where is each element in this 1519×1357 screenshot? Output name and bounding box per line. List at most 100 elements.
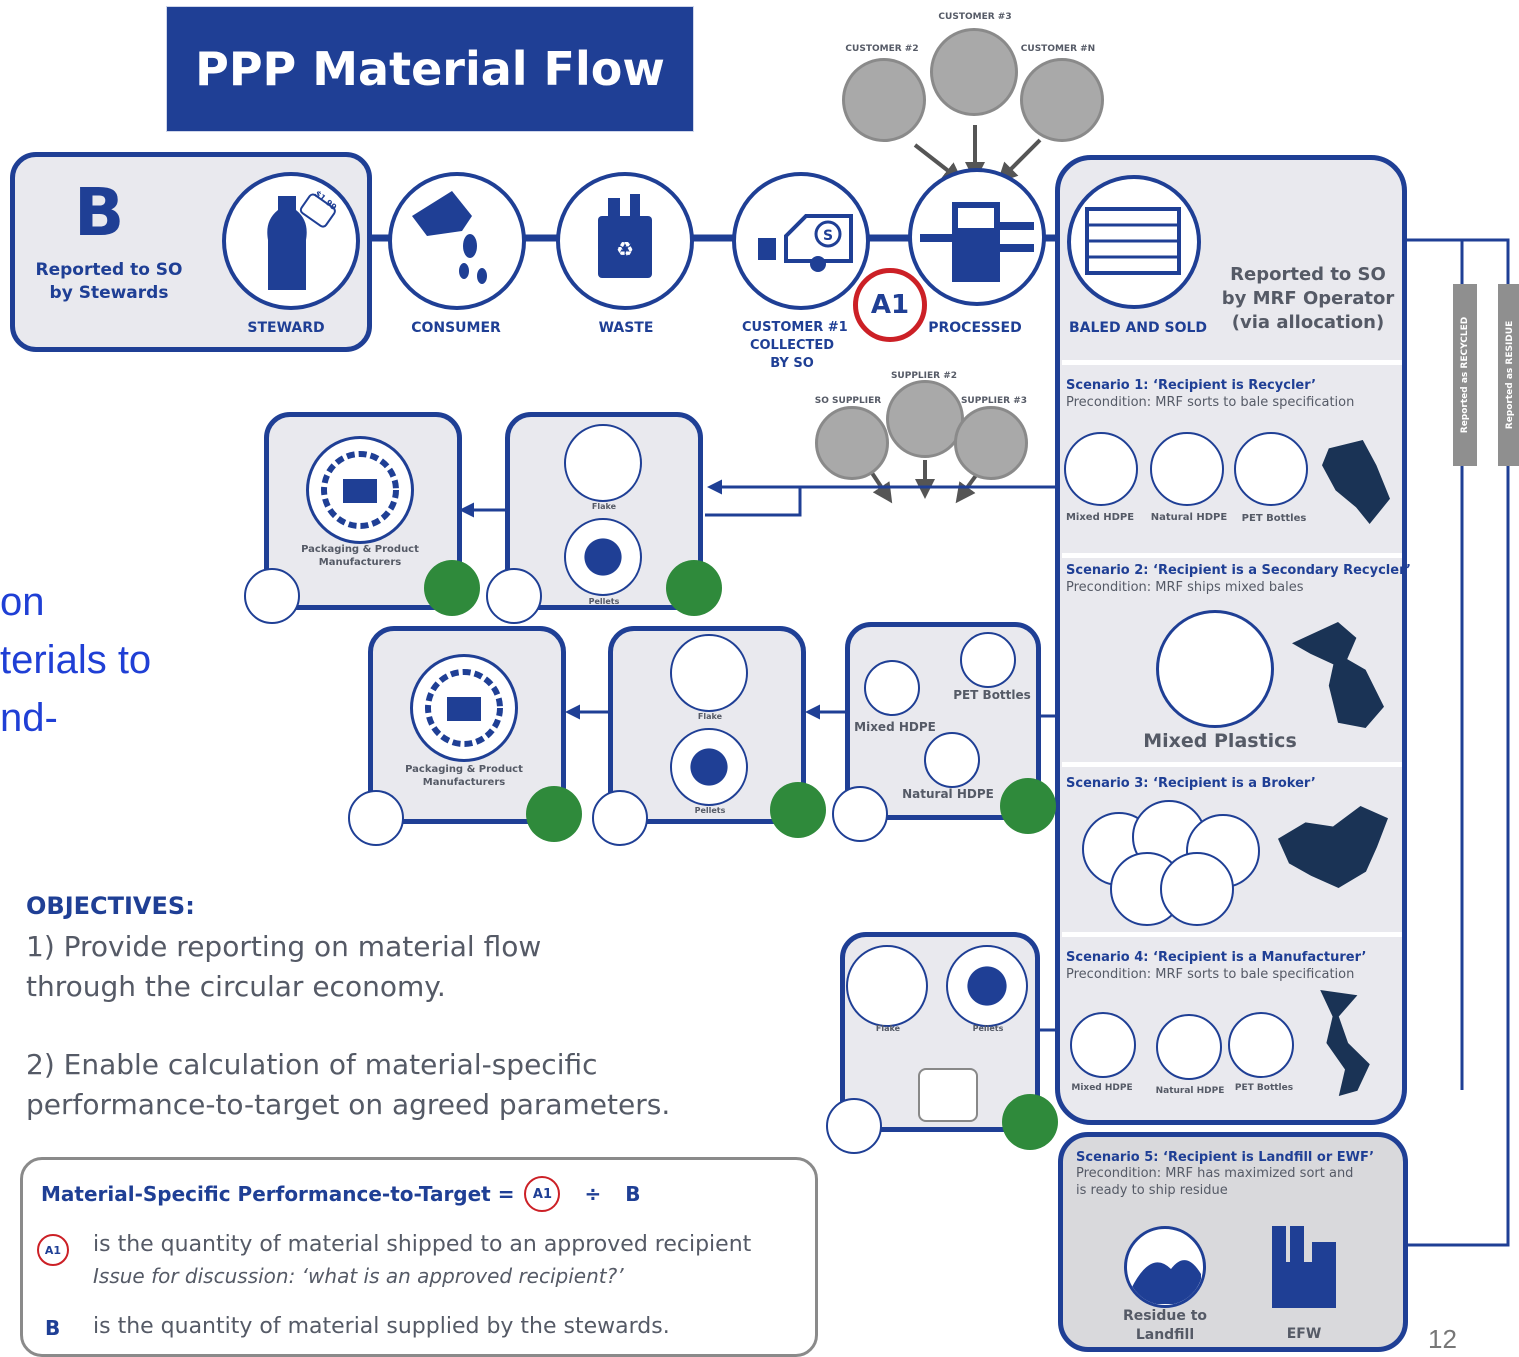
s2-pellets-label: Pellets <box>694 806 726 815</box>
s1-mixed-hdpe-bale <box>1064 432 1138 506</box>
s1-pellets-circle <box>564 518 642 596</box>
stage-processed-label: PROCESSED <box>928 320 1022 336</box>
formula-a1-text: A1 <box>532 1186 553 1202</box>
s4-natural-hdpe-bale <box>1156 1014 1222 1080</box>
a1-badge: A1 <box>853 268 927 342</box>
scenario-4-title: Scenario 4: ‘Recipient is a Manufacturer… <box>1066 950 1367 965</box>
s1-manufacturers-line2: Manufacturers <box>318 557 402 568</box>
recycle-bin-icon: ♻ <box>598 194 652 278</box>
scenario-5-box <box>1058 1132 1408 1352</box>
stage-steward-label: STEWARD <box>247 320 325 336</box>
recycled-bracket <box>1402 238 1464 1090</box>
objectives-heading: OBJECTIVES: <box>26 892 195 920</box>
a1-definition: is the quantity of material shipped to a… <box>93 1232 752 1257</box>
so-supplier-icon <box>815 406 889 480</box>
s2-landfill-icon-1 <box>348 790 404 846</box>
a1-badge-text: A1 <box>870 290 910 320</box>
collection-truck-icon: S <box>758 214 853 272</box>
page-title: PPP Material Flow <box>195 42 665 96</box>
s4-bottles-icon <box>918 1068 978 1122</box>
efw-label: EFW <box>1286 1326 1322 1342</box>
s2-globe-icon-1 <box>526 786 582 842</box>
scenario-2-title: Scenario 2: ‘Recipient is a Secondary Re… <box>1066 563 1411 578</box>
formula-label: Material-Specific Performance-to-Target … <box>41 1182 515 1206</box>
customer-3-icon <box>930 28 1018 116</box>
collected-circle: S <box>732 172 870 310</box>
s4-flake-label: Flake <box>875 1024 901 1033</box>
s3-bale-5 <box>1160 852 1234 926</box>
svg-text:S: S <box>823 228 833 244</box>
scenario-1-title: Scenario 1: ‘Recipient is Recycler’ <box>1066 378 1317 393</box>
scenario-1-precondition: Precondition: MRF sorts to bale specific… <box>1066 395 1355 410</box>
baled-circle <box>1067 175 1201 309</box>
s2-landfill-icon-3 <box>832 786 888 842</box>
a1-def-badge: A1 <box>37 1234 69 1266</box>
s2-flake-circle <box>670 634 748 712</box>
s4-flake-circle <box>846 945 928 1027</box>
formula-a1-badge: A1 <box>524 1176 561 1212</box>
s2-natural-hdpe-bale <box>924 732 980 788</box>
mrf-reported-line3: (via allocation) <box>1231 312 1385 333</box>
s1-manufacturers-line1: Packaging & Product <box>301 544 419 555</box>
s4-label-2: PET Bottles <box>1234 1083 1294 1093</box>
landfill-label-2: Landfill <box>1135 1327 1195 1343</box>
page-number: 12 <box>1428 1324 1457 1354</box>
s4-label-1: Natural HDPE <box>1155 1086 1225 1096</box>
so-supplier-label: SO SUPPLIER <box>814 396 882 406</box>
s2-globe-icon-3 <box>1000 778 1056 834</box>
consumer-circle <box>388 172 526 310</box>
b-definition: is the quantity of material supplied by … <box>93 1314 670 1339</box>
reported-residue-bar: Reported as RESIDUE <box>1498 284 1519 466</box>
scenario-3-title: Scenario 3: ‘Recipient is a Broker’ <box>1066 776 1316 791</box>
formula-b: B <box>625 1182 641 1206</box>
s2-mixed-label: Mixed HDPE <box>854 720 936 734</box>
scenario-5-title: Scenario 5: ‘Recipient is Landfill or EW… <box>1076 1150 1375 1165</box>
pouring-bottle-icon <box>412 191 487 284</box>
s4-globe-icon <box>1002 1094 1058 1150</box>
s1-pet-bale <box>1234 432 1308 506</box>
s1-label-1: Natural HDPE <box>1150 512 1228 523</box>
s1-label-0: Mixed HDPE <box>1065 512 1135 523</box>
landfill-label-1: Residue to <box>1122 1308 1208 1324</box>
objective-2-line1: 2) Enable calculation of material-specif… <box>26 1048 598 1081</box>
cutoff-text-line2: terials to <box>0 638 152 682</box>
reported-residue-label: Reported as RESIDUE <box>1505 320 1516 430</box>
s4-mixed-hdpe-bale <box>1070 1012 1136 1078</box>
a1-issue: Issue for discussion: ‘what is an approv… <box>93 1264 624 1288</box>
mrf-reported-line1: Reported to SO <box>1230 264 1386 285</box>
s2-natural-label: Natural HDPE <box>902 787 994 801</box>
s2-pet-bale <box>960 632 1016 688</box>
landfill-icon <box>1124 1226 1206 1308</box>
s4-pellets-label: Pellets <box>972 1024 1004 1033</box>
svg-text:♻: ♻ <box>616 237 634 261</box>
s2-factory-circle <box>410 654 518 762</box>
steward-circle <box>222 172 360 310</box>
scenario-2-precondition: Precondition: MRF ships mixed bales <box>1066 580 1304 595</box>
supplier-2-label: SUPPLIER #2 <box>890 371 958 381</box>
reported-recycled-bar: Reported as RECYCLED <box>1453 284 1477 466</box>
scenario-5-precondition-1: Precondition: MRF has maximized sort and <box>1076 1166 1354 1181</box>
s2-pet-label: PET Bottles <box>953 688 1031 702</box>
collected-line3: BY SO <box>770 356 814 371</box>
s4-pet-bale <box>1228 1012 1294 1078</box>
customer-n-label: CUSTOMER #N <box>1020 44 1096 54</box>
s1-landfill-icon-2 <box>486 568 542 624</box>
formula-divide: ÷ <box>584 1182 602 1206</box>
supplier-3-label: SUPPLIER #3 <box>960 396 1028 406</box>
a1-def-badge-text: A1 <box>44 1243 62 1257</box>
s1-natural-hdpe-bale <box>1150 432 1224 506</box>
formula-box: Material-Specific Performance-to-Target … <box>20 1157 818 1357</box>
b-letter: B <box>74 174 125 251</box>
stage-baled-label: BALED AND SOLD <box>1068 320 1208 336</box>
s4-landfill-icon <box>826 1098 882 1154</box>
objective-2-line2: performance-to-target on agreed paramete… <box>26 1088 671 1121</box>
s1-globe-icon-2 <box>666 560 722 616</box>
cutoff-text-line3: nd- <box>0 696 58 740</box>
mrf-reported-line2: by MRF Operator <box>1221 288 1395 309</box>
s2-flake-label: Flake <box>697 712 723 721</box>
b-def-letter: B <box>45 1316 61 1340</box>
s1-globe-icon-1 <box>424 560 480 616</box>
customer-2-label: CUSTOMER #2 <box>845 44 919 54</box>
s1-landfill-icon-1 <box>244 568 300 624</box>
s2-manufacturers-line2: Manufacturers <box>422 777 506 788</box>
